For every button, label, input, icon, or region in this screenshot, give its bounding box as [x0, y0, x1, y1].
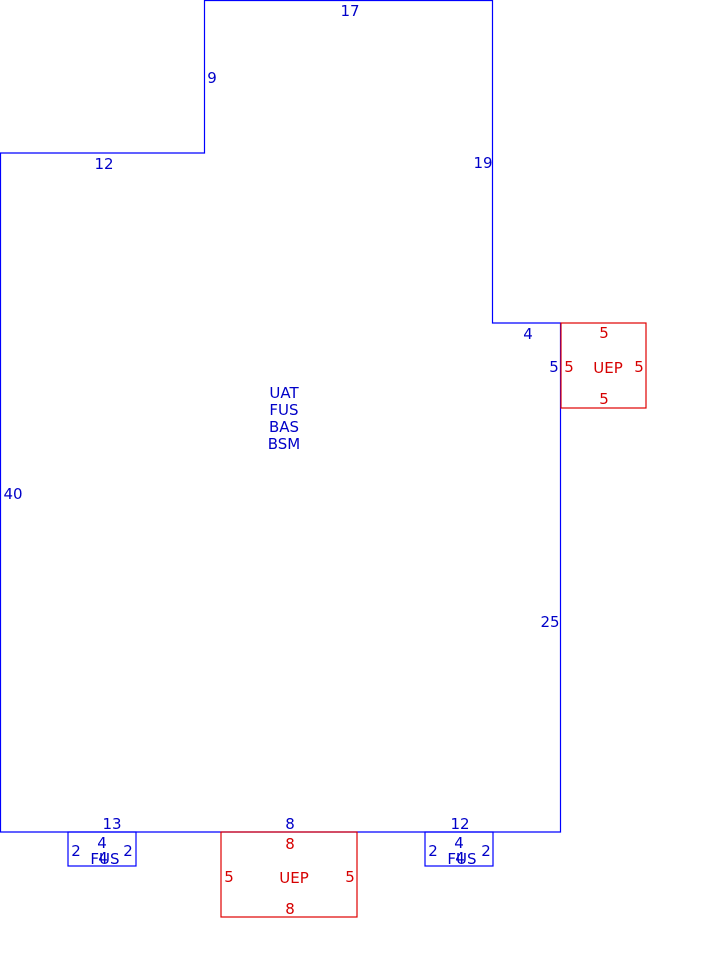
stoop-left-code: FUS: [90, 850, 119, 868]
dim-bottom-left: 13: [102, 815, 121, 833]
porch-right-outline: [560, 322, 647, 409]
stoop-right-right-dim: 2: [481, 842, 491, 860]
area-code-3: BAS: [269, 418, 299, 436]
stoop-left-outline: [67, 831, 137, 867]
area-code-1: UAT: [269, 384, 299, 402]
area-code-4: BSM: [268, 435, 301, 453]
porch-right-bottom-dim: 5: [599, 390, 609, 408]
porch-bottom-top-dim: 8: [285, 835, 295, 853]
stoop-right-top-dim: 4: [454, 834, 464, 852]
stoop-left-top-dim: 4: [97, 834, 107, 852]
main-structure-outline: [0, 0, 562, 833]
stoop-left-right-dim: 2: [123, 842, 133, 860]
porch-right-top-dim: 5: [599, 324, 609, 342]
porch-right-left-dim: 5: [564, 358, 574, 376]
porch-right-right-dim: 5: [634, 358, 644, 376]
area-code-2: FUS: [269, 401, 298, 419]
stoop-left-bottom-dim: 4: [98, 849, 108, 867]
porch-right-code: UEP: [593, 359, 623, 377]
dim-bottom-mid: 8: [285, 815, 295, 833]
porch-bottom-bottom-dim: 8: [285, 900, 295, 918]
stoop-right-left-dim: 2: [428, 842, 438, 860]
porch-bottom-left-dim: 5: [224, 868, 234, 886]
dim-right-step: 4: [523, 325, 533, 343]
dim-right-side: 25: [540, 613, 559, 631]
dim-top: 17: [340, 2, 359, 20]
dim-bottom-right: 12: [450, 815, 469, 833]
dim-left-side: 40: [3, 485, 22, 503]
dim-upper-right-side: 19: [473, 154, 492, 172]
dim-left-ledge: 12: [94, 155, 113, 173]
stoop-right-outline: [424, 831, 494, 867]
dim-upper-left-side: 9: [207, 69, 217, 87]
porch-bottom-outline: [220, 831, 358, 918]
stoop-left-left-dim: 2: [71, 842, 81, 860]
porch-bottom-code: UEP: [279, 869, 309, 887]
dim-right-short: 5: [549, 358, 559, 376]
stoop-right-bottom-dim: 4: [455, 849, 465, 867]
porch-bottom-right-dim: 5: [345, 868, 355, 886]
stoop-right-code: FUS: [447, 850, 476, 868]
